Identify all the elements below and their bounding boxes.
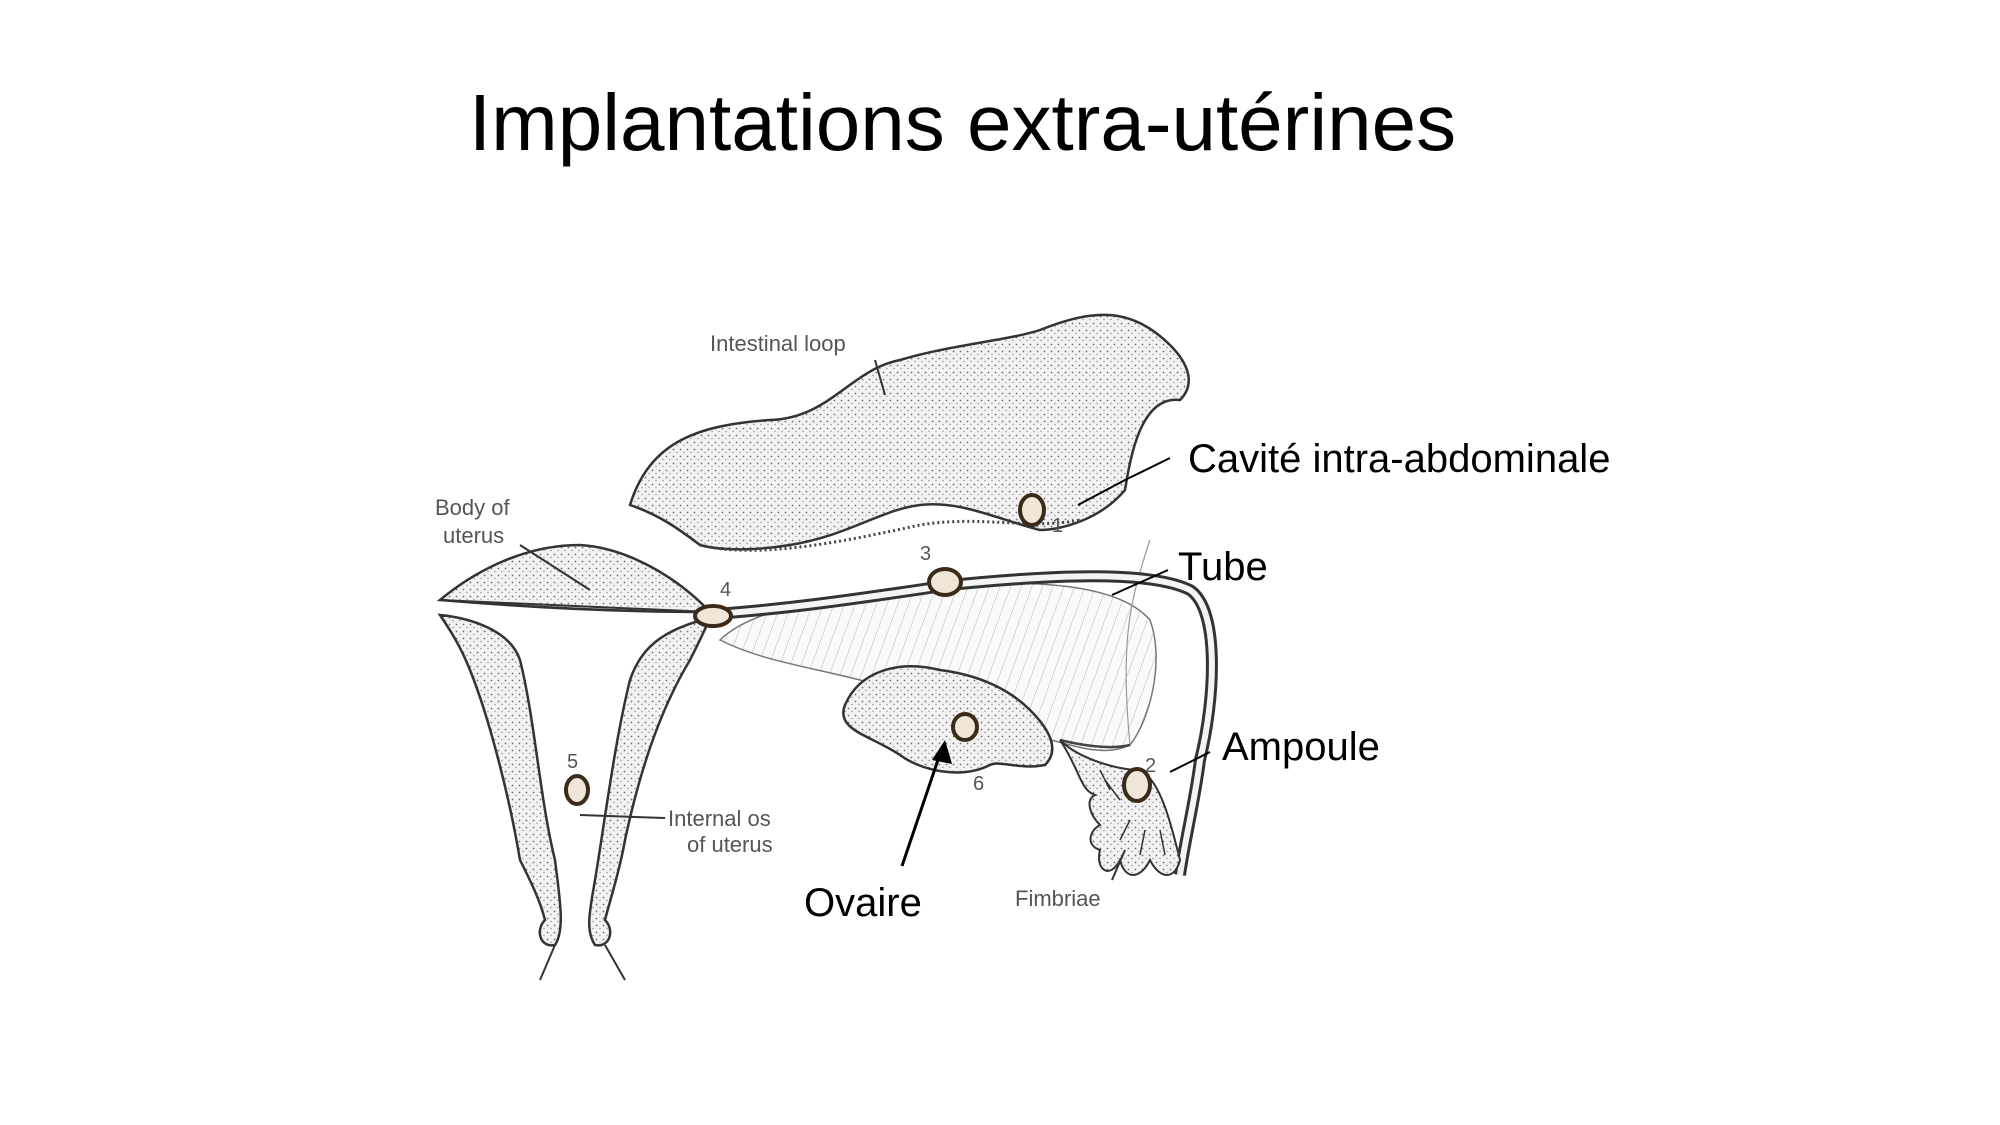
label-cavite-intra-abdominale: Cavité intra-abdominale <box>1188 437 1610 481</box>
fallopian-tube <box>699 570 1218 876</box>
uterus-body <box>436 543 713 614</box>
implantation-site-2 <box>1122 767 1152 803</box>
site-number-3: 3 <box>920 543 931 565</box>
english-labels: Intestinal loop Body of uterus Internal … <box>435 331 1126 911</box>
implantation-site-1 <box>1018 493 1046 527</box>
label-tube: Tube <box>1178 545 1268 589</box>
implantation-sites <box>564 493 1152 806</box>
label-fimbriae: Fimbriae <box>1015 886 1101 911</box>
page-title: Implantations extra-utérines <box>468 78 1457 167</box>
uterine-walls <box>437 613 713 981</box>
site-number-5: 5 <box>567 751 578 773</box>
label-intestinal-loop: Intestinal loop <box>710 331 846 356</box>
ovary <box>842 665 1054 774</box>
label-ovaire: Ovaire <box>804 881 922 925</box>
site-numbers: 1 2 3 4 5 6 <box>567 515 1156 795</box>
label-ampoule: Ampoule <box>1222 725 1380 769</box>
implantation-site-4 <box>693 604 733 628</box>
implantation-site-3 <box>927 567 963 597</box>
label-internal-os-line2: of uterus <box>687 832 773 857</box>
label-body-of-uterus-line1: Body of <box>435 495 510 520</box>
site-number-6: 6 <box>973 773 984 795</box>
fimbriae <box>1059 739 1182 876</box>
site-number-4: 4 <box>720 579 731 601</box>
site-number-1: 1 <box>1052 515 1063 537</box>
label-body-of-uterus-line2: uterus <box>443 523 504 548</box>
implantation-site-6 <box>951 712 979 742</box>
label-internal-os-line1: Internal os <box>668 806 771 831</box>
site-number-2: 2 <box>1145 755 1156 777</box>
french-labels: Cavité intra-abdominale Tube Ampoule Ova… <box>804 437 1610 925</box>
implantation-site-5 <box>564 774 590 806</box>
